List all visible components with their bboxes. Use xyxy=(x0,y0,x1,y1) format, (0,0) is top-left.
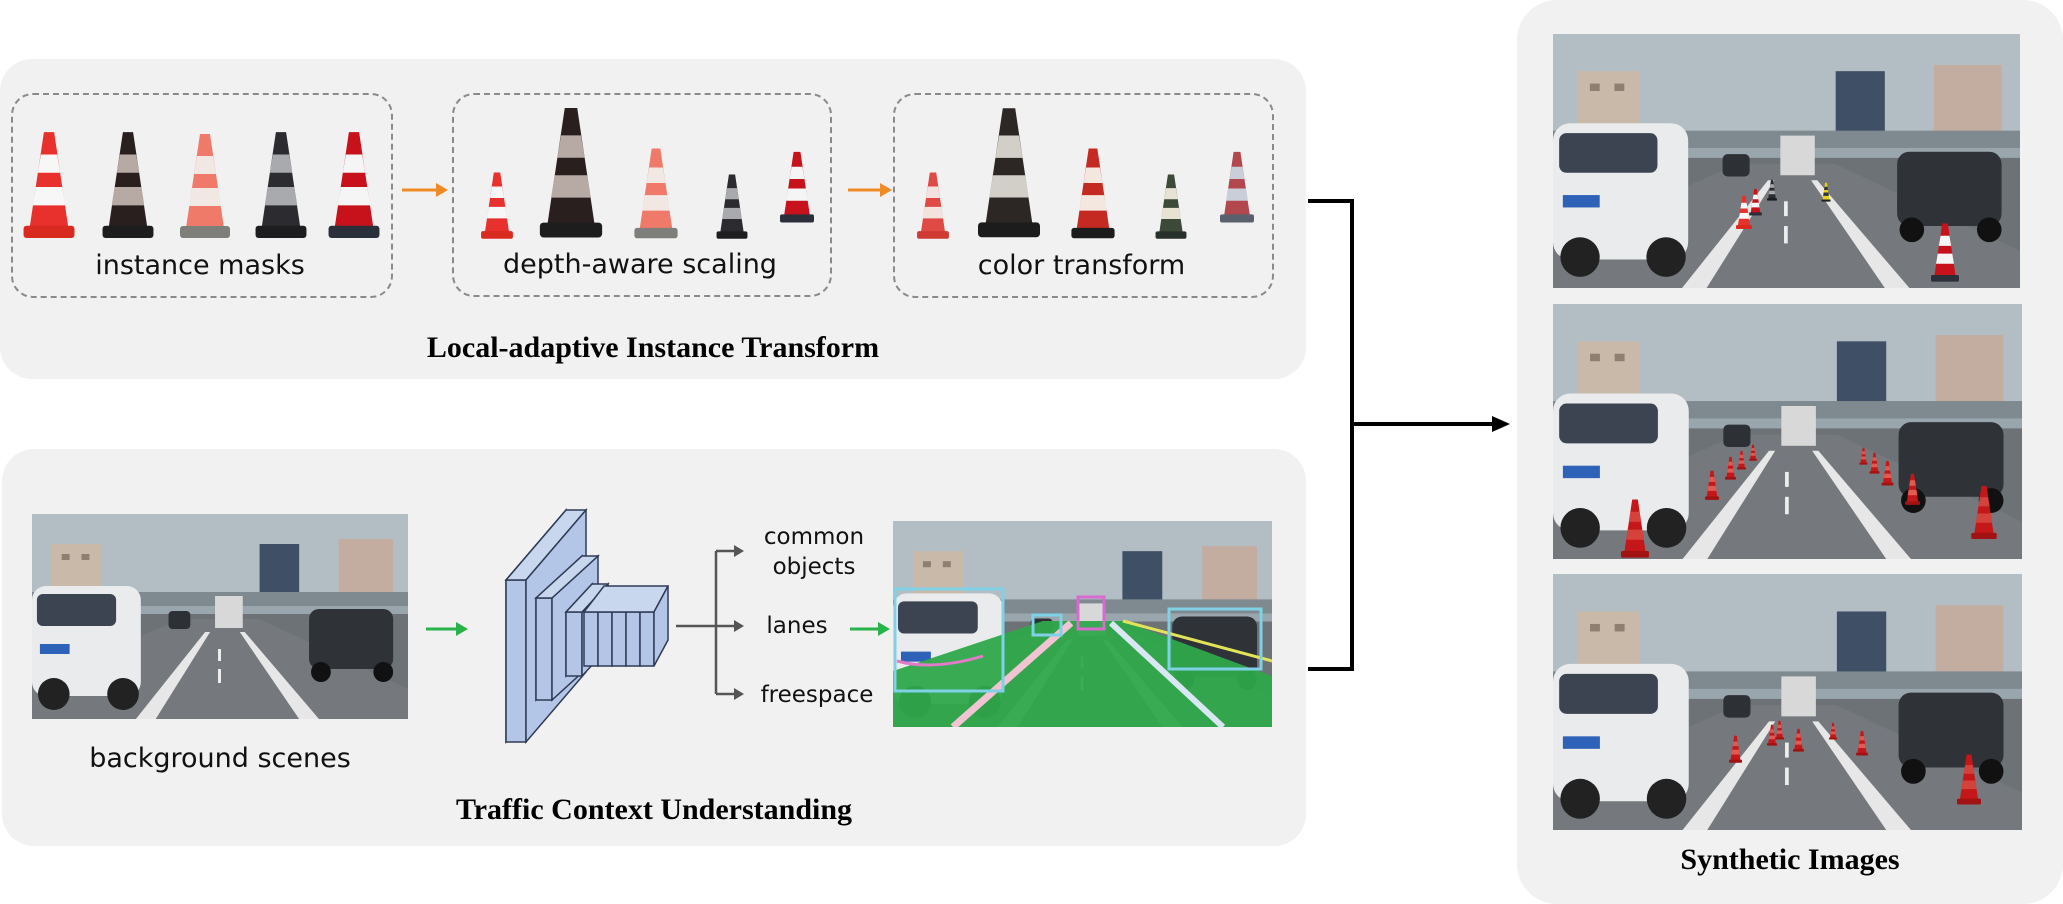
color-transform-caption: color transform xyxy=(977,250,1186,281)
traffic-context-title: Traffic Context Understanding xyxy=(455,793,853,826)
synthetic-image-1 xyxy=(1553,34,2020,288)
synthetic-image-3 xyxy=(1553,574,2022,830)
cnn-icon xyxy=(504,507,670,745)
instance-masks-box xyxy=(11,93,393,298)
synthetic-image-2 xyxy=(1553,304,2022,559)
segmentation-output-image xyxy=(893,521,1272,727)
background-scenes-caption: background scenes xyxy=(89,743,351,774)
depth-aware-scaling-box xyxy=(452,93,832,297)
color-transform-box xyxy=(893,93,1274,298)
instance-masks-caption: instance masks xyxy=(95,250,305,281)
output-lanes-label: lanes xyxy=(766,613,828,639)
instance-transform-title: Local-adaptive Instance Transform xyxy=(426,331,880,364)
output-freespace-label: freespace xyxy=(760,682,874,708)
output-common-objects-label: common objects xyxy=(763,524,865,580)
depth-aware-scaling-caption: depth-aware scaling xyxy=(503,249,777,280)
synthetic-images-title: Synthetic Images xyxy=(1680,843,1900,876)
